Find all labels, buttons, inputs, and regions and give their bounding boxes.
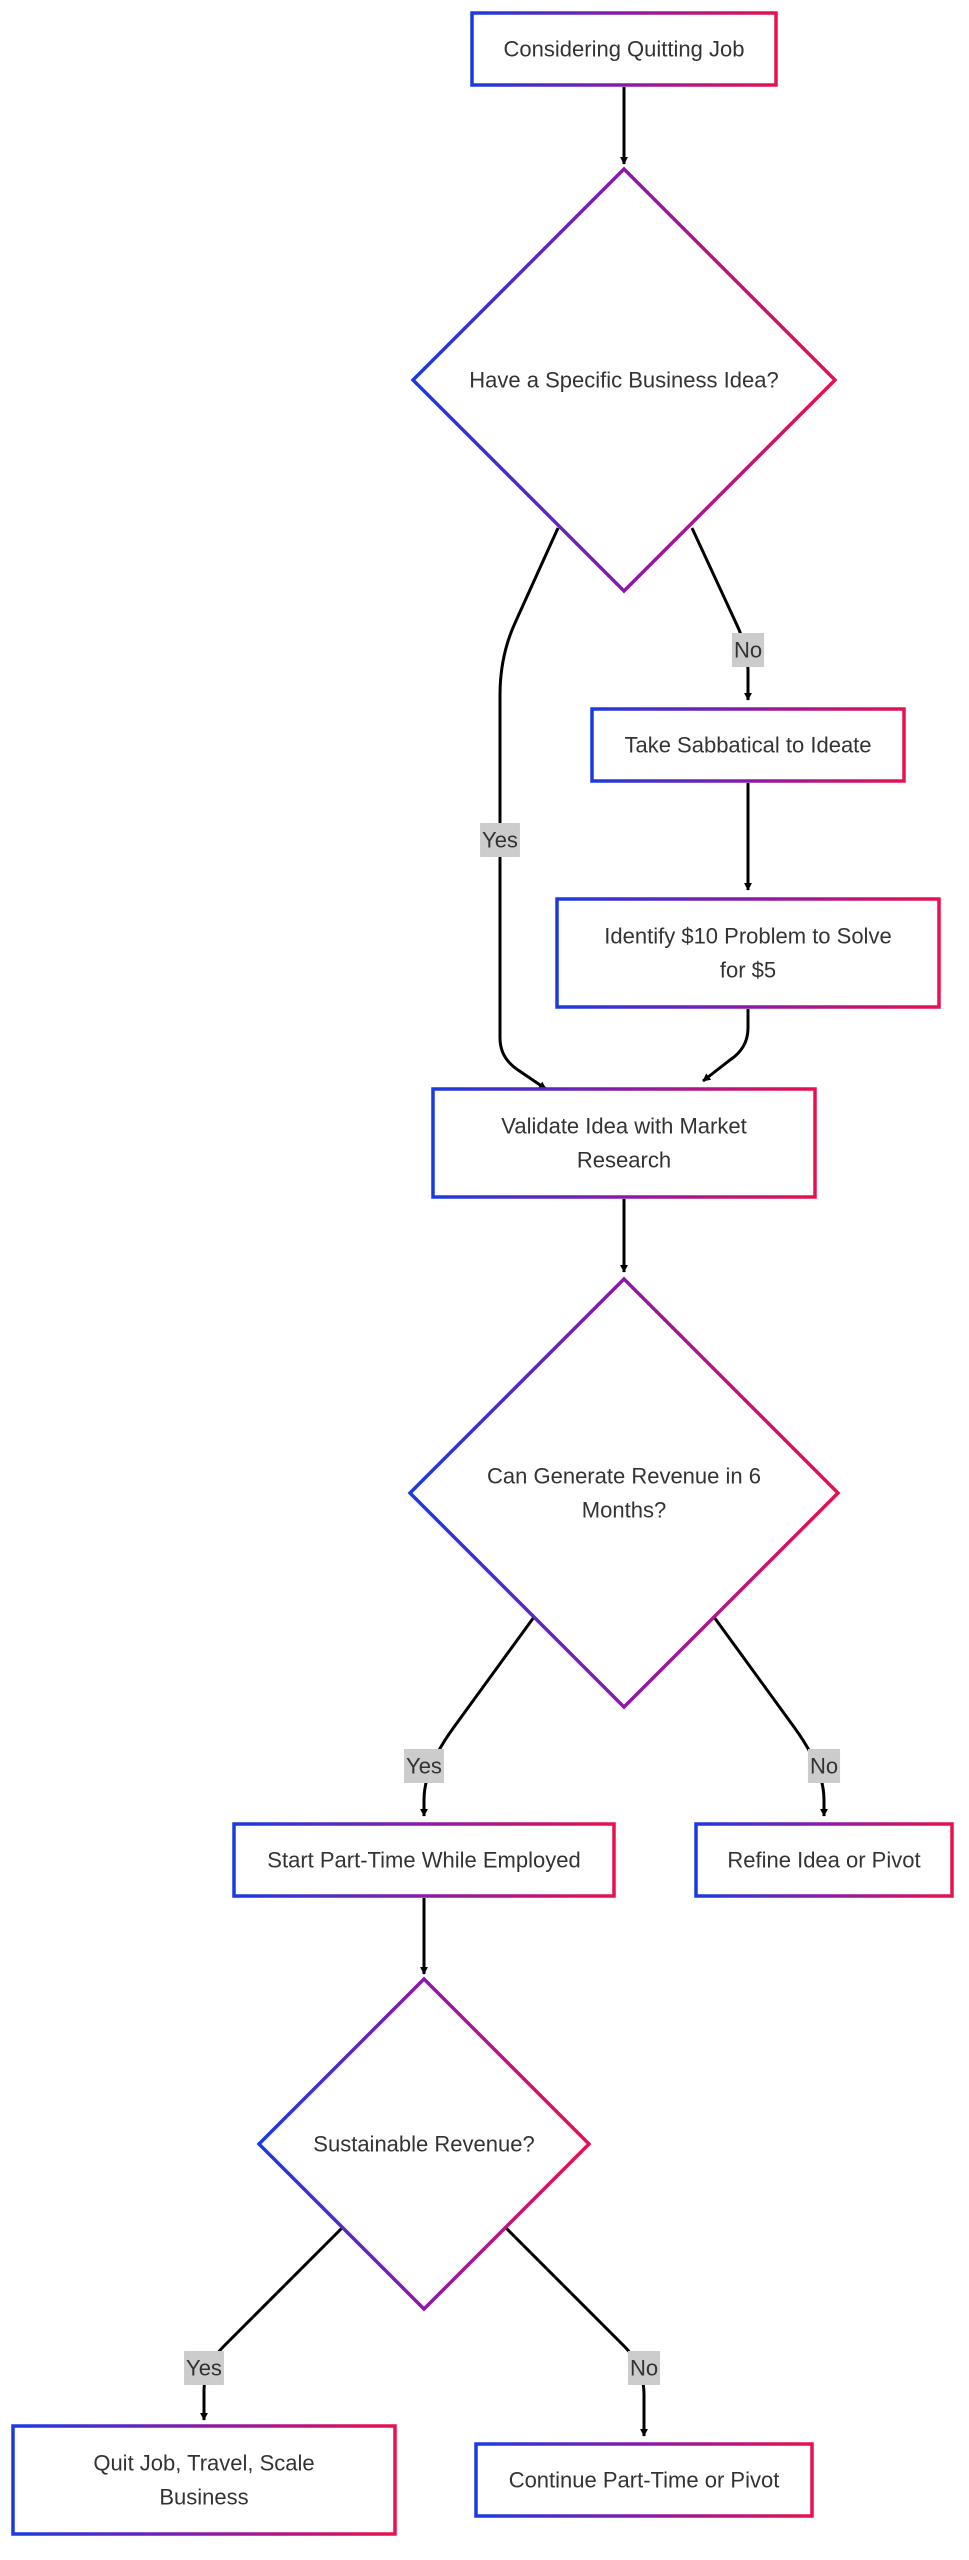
process-box bbox=[474, 2442, 814, 2518]
node-label: Continue Part-Time or Pivot bbox=[509, 2468, 780, 2493]
decision-diamond bbox=[407, 1276, 841, 1710]
edge-label-revenue_6m-to-refine: No bbox=[807, 1749, 841, 1783]
node-label: Business bbox=[159, 2485, 248, 2510]
node-label: Months? bbox=[582, 1498, 666, 1523]
edge-label-background bbox=[731, 633, 765, 667]
edges-layer bbox=[200, 87, 828, 2437]
edge-label-text: Yes bbox=[406, 1754, 442, 1779]
edge-has_idea-to-sabbatical bbox=[690, 527, 752, 701]
node-label: Research bbox=[577, 1148, 671, 1173]
node-sustainable: Sustainable Revenue? bbox=[256, 1976, 592, 2312]
edge-label-background bbox=[404, 1749, 444, 1783]
process-box bbox=[590, 707, 906, 783]
edge-label-text: No bbox=[810, 1754, 838, 1779]
node-label: Sustainable Revenue? bbox=[313, 2132, 534, 2157]
decision-diamond bbox=[256, 1976, 592, 2312]
node-label: Take Sabbatical to Ideate bbox=[624, 733, 871, 758]
edge-label-background bbox=[807, 1749, 841, 1783]
edge-label-has_idea-to-validate: Yes bbox=[480, 823, 520, 857]
process-box bbox=[555, 897, 941, 1009]
node-has-idea: Have a Specific Business Idea? bbox=[410, 166, 838, 594]
node-label: Refine Idea or Pivot bbox=[727, 1848, 920, 1873]
edge-label-background bbox=[480, 823, 520, 857]
edge-label-has_idea-to-sabbatical: No bbox=[731, 633, 765, 667]
edge-label-background bbox=[184, 2351, 224, 2385]
edge-sustainable-to-continue bbox=[502, 2224, 648, 2437]
edge-label-text: No bbox=[734, 638, 762, 663]
edge-revenue_6m-to-part_time bbox=[420, 1616, 536, 1817]
node-refine: Refine Idea or Pivot bbox=[694, 1822, 954, 1898]
node-label: Quit Job, Travel, Scale bbox=[93, 2451, 314, 2476]
process-box bbox=[232, 1822, 616, 1898]
node-sabbatical: Take Sabbatical to Ideate bbox=[590, 707, 906, 783]
process-box bbox=[470, 11, 778, 87]
node-part-time: Start Part-Time While Employed bbox=[232, 1822, 616, 1898]
node-quit-job: Considering Quitting Job bbox=[470, 11, 778, 87]
node-continue: Continue Part-Time or Pivot bbox=[474, 2442, 814, 2518]
process-box bbox=[694, 1822, 954, 1898]
edge-label-text: Yes bbox=[482, 828, 518, 853]
edge-revenue_6m-to-refine bbox=[712, 1616, 828, 1817]
edge-sustainable-to-quit_scale bbox=[200, 2224, 346, 2421]
process-box bbox=[431, 1087, 817, 1199]
decision-diamond bbox=[410, 166, 838, 594]
edge-label-sustainable-to-quit_scale: Yes bbox=[184, 2351, 224, 2385]
node-label: Can Generate Revenue in 6 bbox=[487, 1464, 761, 1489]
process-box bbox=[11, 2424, 397, 2536]
node-label: Start Part-Time While Employed bbox=[267, 1848, 580, 1873]
edge-has_idea-to-validate bbox=[498, 527, 560, 1091]
node-label: Validate Idea with Market bbox=[501, 1114, 746, 1139]
node-label: Considering Quitting Job bbox=[504, 37, 745, 62]
node-label: for $5 bbox=[720, 958, 776, 983]
node-revenue-6m: Can Generate Revenue in 6 Months? bbox=[407, 1276, 841, 1710]
edge-label-background bbox=[627, 2351, 661, 2385]
node-label: Have a Specific Business Idea? bbox=[469, 368, 778, 393]
edge-identify_problem-to-validate bbox=[702, 1009, 750, 1083]
edge-label-revenue_6m-to-part_time: Yes bbox=[404, 1749, 444, 1783]
edge-label-text: No bbox=[630, 2356, 658, 2381]
edge-label-sustainable-to-continue: No bbox=[627, 2351, 661, 2385]
edge-label-text: Yes bbox=[186, 2356, 222, 2381]
node-label: Identify $10 Problem to Solve bbox=[604, 924, 891, 949]
node-identify-problem: Identify $10 Problem to Solve for $5 bbox=[555, 897, 941, 1009]
